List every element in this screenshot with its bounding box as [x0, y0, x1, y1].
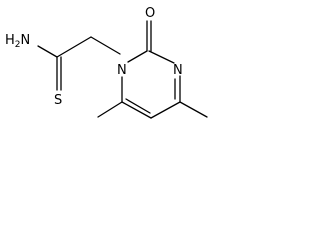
bond-c-ch2 — [56, 36, 92, 58]
bond-c6-methyl — [97, 101, 123, 118]
bond-c2-n3 — [148, 50, 175, 64]
sulfur-label: S — [54, 93, 62, 108]
bond-amine-c — [37, 45, 58, 58]
bond-c5-c6-2 — [125, 98, 151, 114]
bond-ch2-n1 — [90, 36, 121, 55]
molecule-drawing: H2N S N N O — [5, 6, 208, 119]
ring-nitrogen-3-label: N — [173, 63, 183, 78]
amine-label: H2N — [5, 33, 30, 50]
bond-c4-methyl — [179, 101, 208, 118]
bond-c4-c5 — [150, 101, 181, 119]
structure-canvas: H2N S N N O — [0, 0, 234, 131]
ring-nitrogen-1-label: N — [117, 63, 127, 78]
bond-n1-c2 — [127, 50, 148, 63]
bond-c5-c6-1 — [121, 101, 152, 119]
oxygen-label: O — [145, 6, 155, 21]
